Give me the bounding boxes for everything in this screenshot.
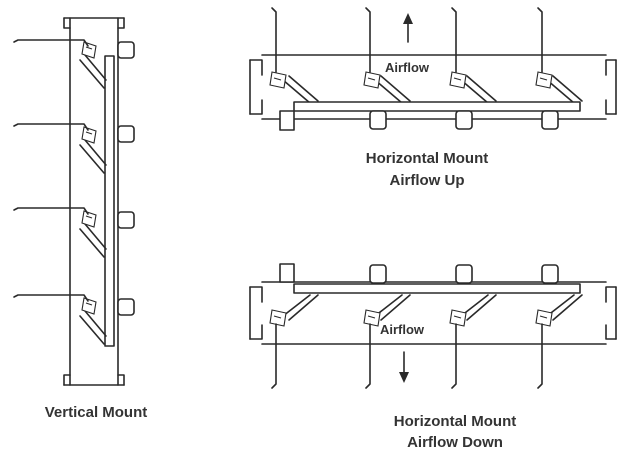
horizontal-up-caption-line1: Horizontal Mount (366, 150, 488, 167)
horizontal-up-blade-clips (269, 71, 553, 89)
horizontal-down-caption-line2: Airflow Down (407, 434, 503, 451)
horizontal-down-pivot-pins (279, 263, 559, 284)
vertical-tie-bar (104, 55, 115, 347)
horizontal-down-tie-bar (293, 283, 581, 294)
horizontal-up-wires (271, 7, 543, 73)
horizontal-up-blades (282, 75, 583, 104)
horizontal-up-caption-line2: Airflow Up (390, 172, 465, 189)
horizontal-up-tie-bar (293, 101, 581, 112)
vertical-pivot-pins (117, 41, 135, 316)
horizontal-up-pivot-pins (279, 110, 559, 131)
vertical-frame (63, 17, 125, 386)
airflow-down-label: Airflow (380, 322, 425, 337)
horizontal-down-wires (271, 323, 543, 389)
horizontal-down-blade-clips (269, 309, 553, 327)
airflow-up-label: Airflow (385, 60, 430, 75)
horizontal-down-figure: Airflow Horizontal Mount Airflow Down (249, 263, 617, 451)
vertical-blade-clips (81, 41, 97, 315)
vertical-blades (79, 54, 107, 345)
vertical-mount-caption: Vertical Mount (45, 404, 148, 421)
vertical-mount-figure: Vertical Mount (13, 17, 148, 421)
airflow-up-arrow (403, 13, 413, 43)
airflow-down-arrow (399, 351, 409, 383)
horizontal-down-caption-line1: Horizontal Mount (394, 413, 516, 430)
horizontal-up-figure: Airflow Horizontal Mount Airflow Up (249, 7, 617, 189)
vertical-wires (13, 39, 89, 302)
